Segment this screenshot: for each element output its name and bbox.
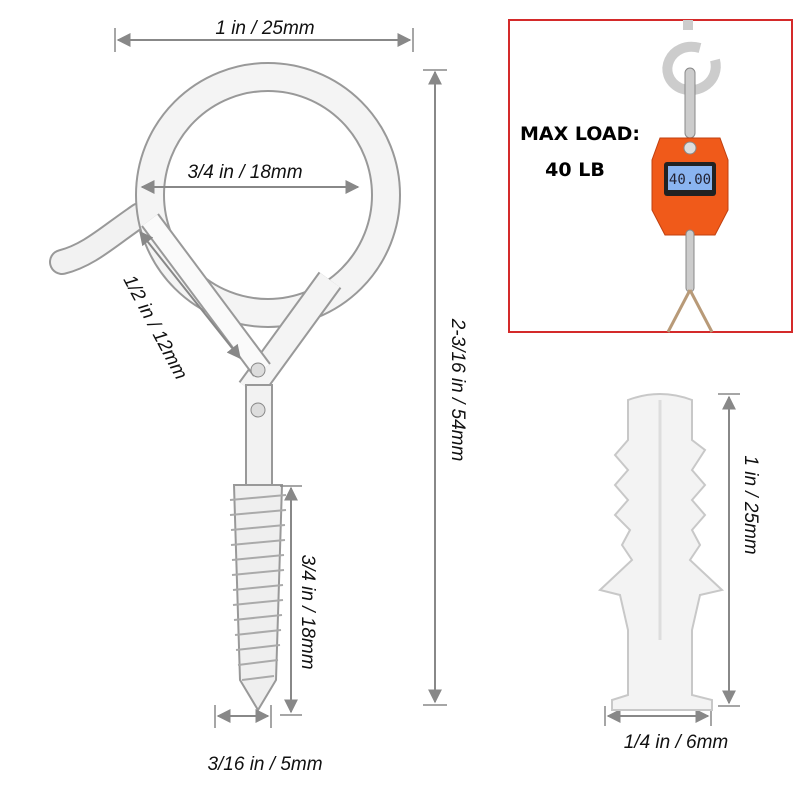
- anchor-diameter-label: 1/4 in / 6mm: [624, 732, 729, 753]
- scale-display-reading: 40.00: [669, 172, 711, 188]
- wall-anchor-illustration: [597, 393, 725, 711]
- thread-length-label: 3/4 in / 18mm: [297, 554, 318, 669]
- thread-diameter-label: 3/16 in / 5mm: [207, 754, 322, 775]
- ring-inner-label: 3/4 in / 18mm: [187, 162, 302, 183]
- max-load-panel: 40.00 MAX LOAD: 40 LB: [508, 19, 793, 333]
- max-load-title: MAX LOAD:: [520, 123, 640, 145]
- dimension-lines: [114, 28, 740, 728]
- hook-width-label: 1 in / 25mm: [215, 18, 314, 39]
- hook-total-length-label: 2-3/16 in / 54mm: [447, 318, 468, 462]
- max-load-value: 40 LB: [545, 159, 605, 181]
- anchor-length-label: 1 in / 25mm: [740, 455, 761, 554]
- screw-hook-illustration: [49, 62, 401, 712]
